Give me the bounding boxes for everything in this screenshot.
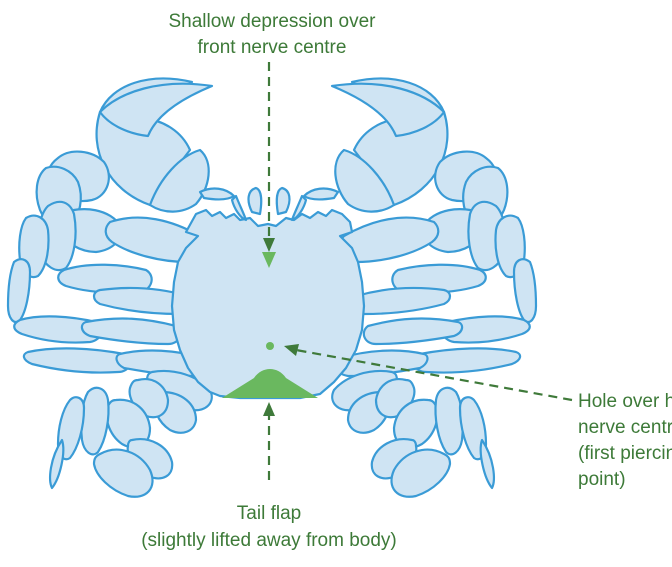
front-depression-label-line1: Shallow depression over (168, 11, 376, 32)
hind-hole-marker (266, 342, 274, 350)
tail-flap-arrowhead (263, 402, 275, 416)
right-eye-stalk (277, 188, 290, 214)
left-leg-4-segment-1 (24, 348, 130, 372)
left-eye-stalk (249, 188, 262, 214)
tail-flap-label-line2: (slightly lifted away from body) (141, 530, 397, 551)
tail-flap-label-line1: Tail flap (237, 503, 301, 524)
hind-hole-label-line3: (first piercing (578, 443, 672, 464)
front-depression-label-line2: front nerve centre (198, 37, 347, 58)
hind-hole-label-line4: point) (578, 469, 626, 490)
hind-hole-label-line2: nerve centre (578, 417, 672, 438)
left-antenna (200, 189, 234, 200)
left-leg-3-segment-1 (8, 259, 30, 322)
left-rear-leg-tip (50, 440, 63, 488)
right-antenna (304, 189, 338, 200)
hind-hole-label-line1: Hole over hind (578, 391, 672, 412)
left-rear-leg-4 (81, 388, 108, 455)
